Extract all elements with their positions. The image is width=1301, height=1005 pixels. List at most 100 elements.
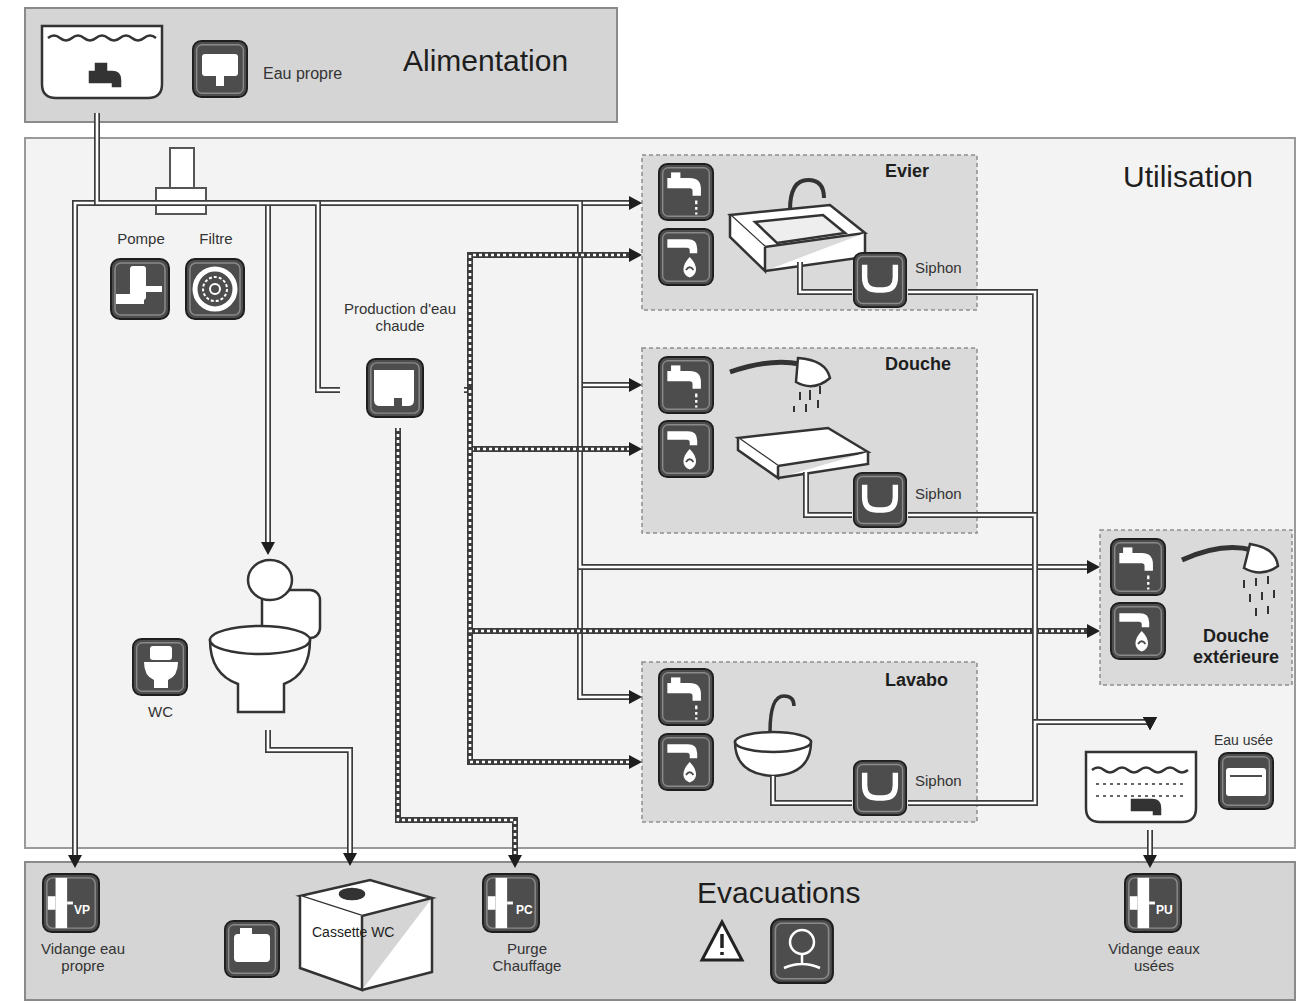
node-sublabel: Vidange eau propre (38, 940, 128, 975)
pipe-core (977, 719, 1150, 803)
cassette-icon (225, 921, 279, 977)
node-label: Utilisation (1123, 160, 1253, 195)
shower-box: DoucheSiphon (642, 348, 977, 533)
arrowhead (629, 690, 642, 704)
water-heater-glyph (374, 370, 414, 410)
supply-band: Alimentation Eau propre (25, 8, 617, 122)
node-label: PU (1156, 904, 1173, 918)
arrowhead (629, 755, 642, 769)
cassette-drawing (300, 880, 432, 990)
fresh-water-icon (193, 41, 247, 97)
sink-drawing (730, 180, 865, 271)
node-label: WC (148, 703, 173, 720)
pipe-outline (977, 515, 1150, 722)
box-background (642, 662, 977, 822)
eco-glyph (784, 930, 820, 968)
use-band: UtilisationPompe FiltreProduction d'eau c… (25, 138, 1295, 848)
pipe-outline (97, 113, 631, 385)
arrowhead (1087, 624, 1100, 638)
node-label: PC (516, 904, 533, 918)
water-pipe (97, 113, 340, 390)
node-label: Lavabo (885, 670, 948, 691)
water-pipe (977, 515, 1157, 730)
pipe-core (464, 390, 1089, 631)
washbasin-drawing (735, 696, 811, 776)
grey-water-glyph (1226, 768, 1266, 796)
box-background (25, 862, 1295, 1000)
node-sublabel: Vidange eaux usées (1098, 940, 1210, 975)
heating-purge-valve: PC Purge Chauffage (478, 868, 580, 993)
node-label: Cassette WC (312, 924, 394, 940)
water-pipe (97, 113, 275, 555)
pump-glyph (116, 266, 162, 304)
warning-sign (702, 922, 742, 960)
fresh-water-glyph (202, 54, 238, 86)
water-heater-icon (367, 359, 423, 417)
drain-band: EvacuationsVP Vidange eau propre Cassette … (25, 862, 1295, 1000)
eco-icon (771, 919, 833, 983)
node-label: Pompe (106, 230, 176, 247)
node-label: Evacuations (697, 876, 860, 911)
pipe-core (97, 113, 631, 203)
cold-tap-icon (659, 357, 713, 413)
siphon-icon (854, 761, 906, 815)
grey-water-icon (1219, 753, 1273, 809)
water-pipe (68, 113, 97, 868)
arrowhead (261, 542, 275, 555)
toilet-drawing (210, 560, 320, 712)
shower-drawing (730, 358, 868, 478)
water-pipe (97, 113, 1100, 574)
arrowhead (629, 442, 642, 456)
arrowhead (1143, 855, 1157, 868)
pipe-core (1149, 830, 1152, 857)
drain-pipes (773, 262, 977, 803)
outdoor-shower-box: Douche extérieure (1100, 530, 1292, 685)
hot-water-pipe (398, 428, 522, 868)
node-label: Evier (885, 161, 929, 182)
pipe-outline (97, 113, 340, 390)
node-label: Douche (885, 354, 951, 375)
washbasin-box: LavaboSiphon (642, 662, 977, 822)
pipe-core (398, 428, 515, 857)
pipe-core (977, 515, 1150, 722)
outdoor-shower-drawing (1182, 544, 1278, 616)
pipe-outline (464, 390, 631, 449)
pipe-outline (464, 390, 631, 762)
node-label: Douche extérieure (1184, 626, 1288, 667)
hot-tap-icon (659, 229, 713, 285)
water-heater: Production d'eau chaude (340, 300, 464, 428)
water-pipe (977, 717, 1157, 803)
wc-glyph (144, 646, 178, 688)
pump: Pompe (106, 228, 180, 328)
node-label: Filtre (181, 230, 251, 247)
valve-icon (1125, 874, 1181, 932)
box-background (25, 138, 1295, 848)
node-sublabel: Siphon (915, 772, 962, 789)
fresh-drain-valve: VP Vidange eau propre (38, 868, 132, 993)
pipe-core (464, 390, 631, 449)
fresh-water-tank: Eau propre (35, 15, 355, 113)
valve-icon (483, 874, 539, 932)
node-sublabel: Purge Chauffage (478, 940, 576, 975)
node-label: Alimentation (403, 44, 568, 79)
hot-water-pipe (464, 390, 642, 769)
pipe-outline (464, 255, 631, 390)
arrowhead (1087, 560, 1100, 574)
filter: Filtre (181, 228, 255, 328)
arrowhead (343, 853, 357, 866)
grey-water-tank: Eau usée (1080, 730, 1285, 830)
water-pipe (268, 730, 357, 866)
pipe-outline (1147, 830, 1153, 857)
pipe-core (97, 113, 268, 544)
water-pipe (1143, 830, 1157, 868)
node-label: VP (74, 904, 90, 918)
filter-icon (186, 259, 244, 319)
box-background (642, 348, 977, 533)
pipe-core (75, 113, 97, 857)
pipe-outline (977, 292, 1150, 722)
cold-tap-icon (659, 164, 713, 220)
wc: WC (128, 555, 328, 730)
siphon-icon (854, 473, 906, 527)
